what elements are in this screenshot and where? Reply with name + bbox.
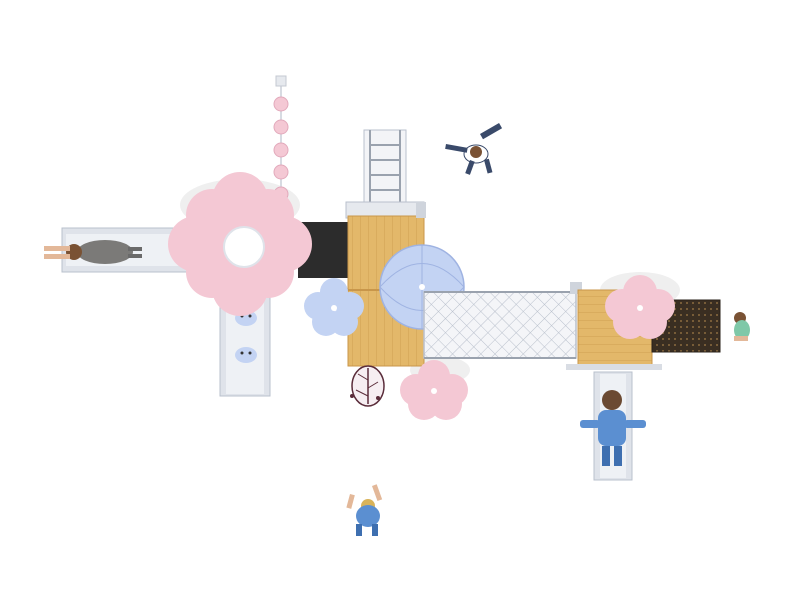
blue-flower-panel: [304, 278, 364, 336]
adult-on-slide: [580, 390, 646, 466]
face-icon: [235, 347, 257, 363]
child-walking-bottom: [346, 484, 383, 536]
child-running-top: [445, 123, 503, 175]
leaf-panel: [350, 365, 385, 407]
ladder[interactable]: [363, 129, 407, 211]
pink-flower-roof: [168, 172, 312, 316]
stepping-post-line[interactable]: [273, 75, 289, 202]
pink-flower-roof-right: [605, 275, 675, 339]
child-crouching-right: [734, 312, 750, 341]
net-bridge[interactable]: [423, 291, 577, 359]
pink-flower-panel: [400, 360, 468, 420]
child-lying-on-slide: [44, 240, 142, 264]
